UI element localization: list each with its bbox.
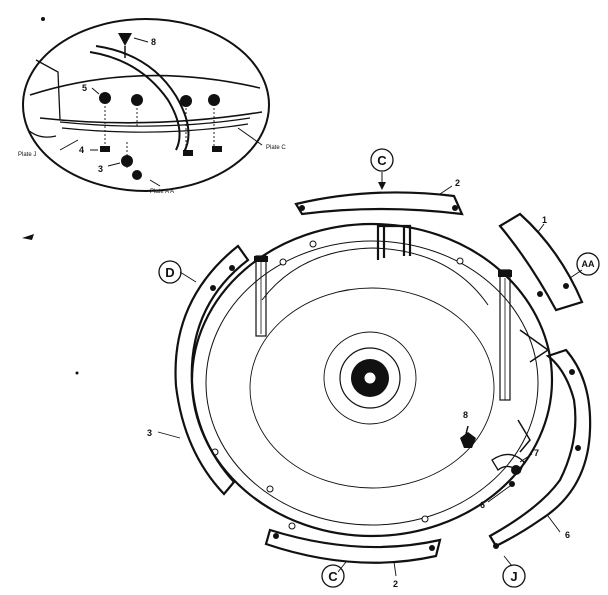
inset-deck-edge [39,111,263,124]
part-label-2-bottom: 2 [393,579,398,589]
callout-c-top: C [370,148,394,172]
plate-aa-right [498,212,584,312]
inset-callout-plate-aa: Plate A A [150,189,174,195]
part-label-7: 7 [534,448,539,458]
left-support-rod [254,255,268,337]
svg-text:C: C [377,153,387,168]
svg-text:C: C [328,569,338,584]
part-leaders [487,453,533,503]
plate-c-top [294,172,464,216]
carriage-bolt [212,146,222,152]
spindle-bore [363,371,377,385]
hex-nut [131,94,143,106]
part-label-2-top: 2 [455,178,460,188]
plate-j-right [488,348,592,567]
mower-deck [190,222,554,538]
deck-inner-rim [205,240,539,526]
deck-top-bracket [376,224,412,260]
hex-nut [180,95,192,107]
inset-rod [89,45,190,153]
hex-nut [99,92,111,104]
deck-dome [249,287,495,489]
carriage-bolt [100,146,110,152]
svg-text:J: J [510,569,517,584]
inset-plate-strip [59,117,251,133]
inset-screw [118,33,132,58]
callout-j: J [502,564,526,588]
inset-nut-row [99,92,220,180]
callout-aa: AA [576,252,600,276]
hex-nut [121,155,133,167]
spindle-hub-outer [323,331,417,425]
right-support-rod [498,269,512,401]
hex-nut [208,94,220,106]
plate-c-bottom [264,528,442,577]
inset-label-4: 4 [79,145,84,155]
inset-label-3: 3 [98,164,103,174]
inset-callout-plate-c: Plate C [266,145,286,151]
svg-text:D: D [165,265,174,280]
part-label-1: 1 [542,215,547,225]
inset-left-lip [27,59,61,138]
deck-baffle [261,247,489,306]
inset-leaders [59,37,263,187]
part-label-8: 8 [463,410,468,420]
inset-guide-lines [104,106,215,168]
inset-detail: 8 5 4 3 Plate C Plate A A Plate J [18,18,286,195]
hex-nut [132,170,142,180]
callout-c-bottom: C [321,564,345,588]
inset-label-8: 8 [151,37,156,47]
inset-label-5: 5 [82,83,87,93]
spindle-hub-mid [339,347,401,409]
part-label-3: 3 [147,428,152,438]
inset-callout-plate-j: Plate J [18,152,36,158]
svg-text:AA: AA [582,259,595,269]
deck-right-notch [517,329,550,453]
part-label-6-right: 6 [565,530,570,540]
carriage-bolt [183,150,193,156]
part-label-6-small: 6 [480,500,485,510]
inset-bolts [100,146,222,156]
scan-specks [22,17,79,375]
inset-deck-rim [29,74,261,96]
inset-ellipse [22,18,270,192]
pivot-bolt-assembly [460,425,525,487]
plate-d-left [157,244,250,496]
callout-d: D [158,260,182,284]
